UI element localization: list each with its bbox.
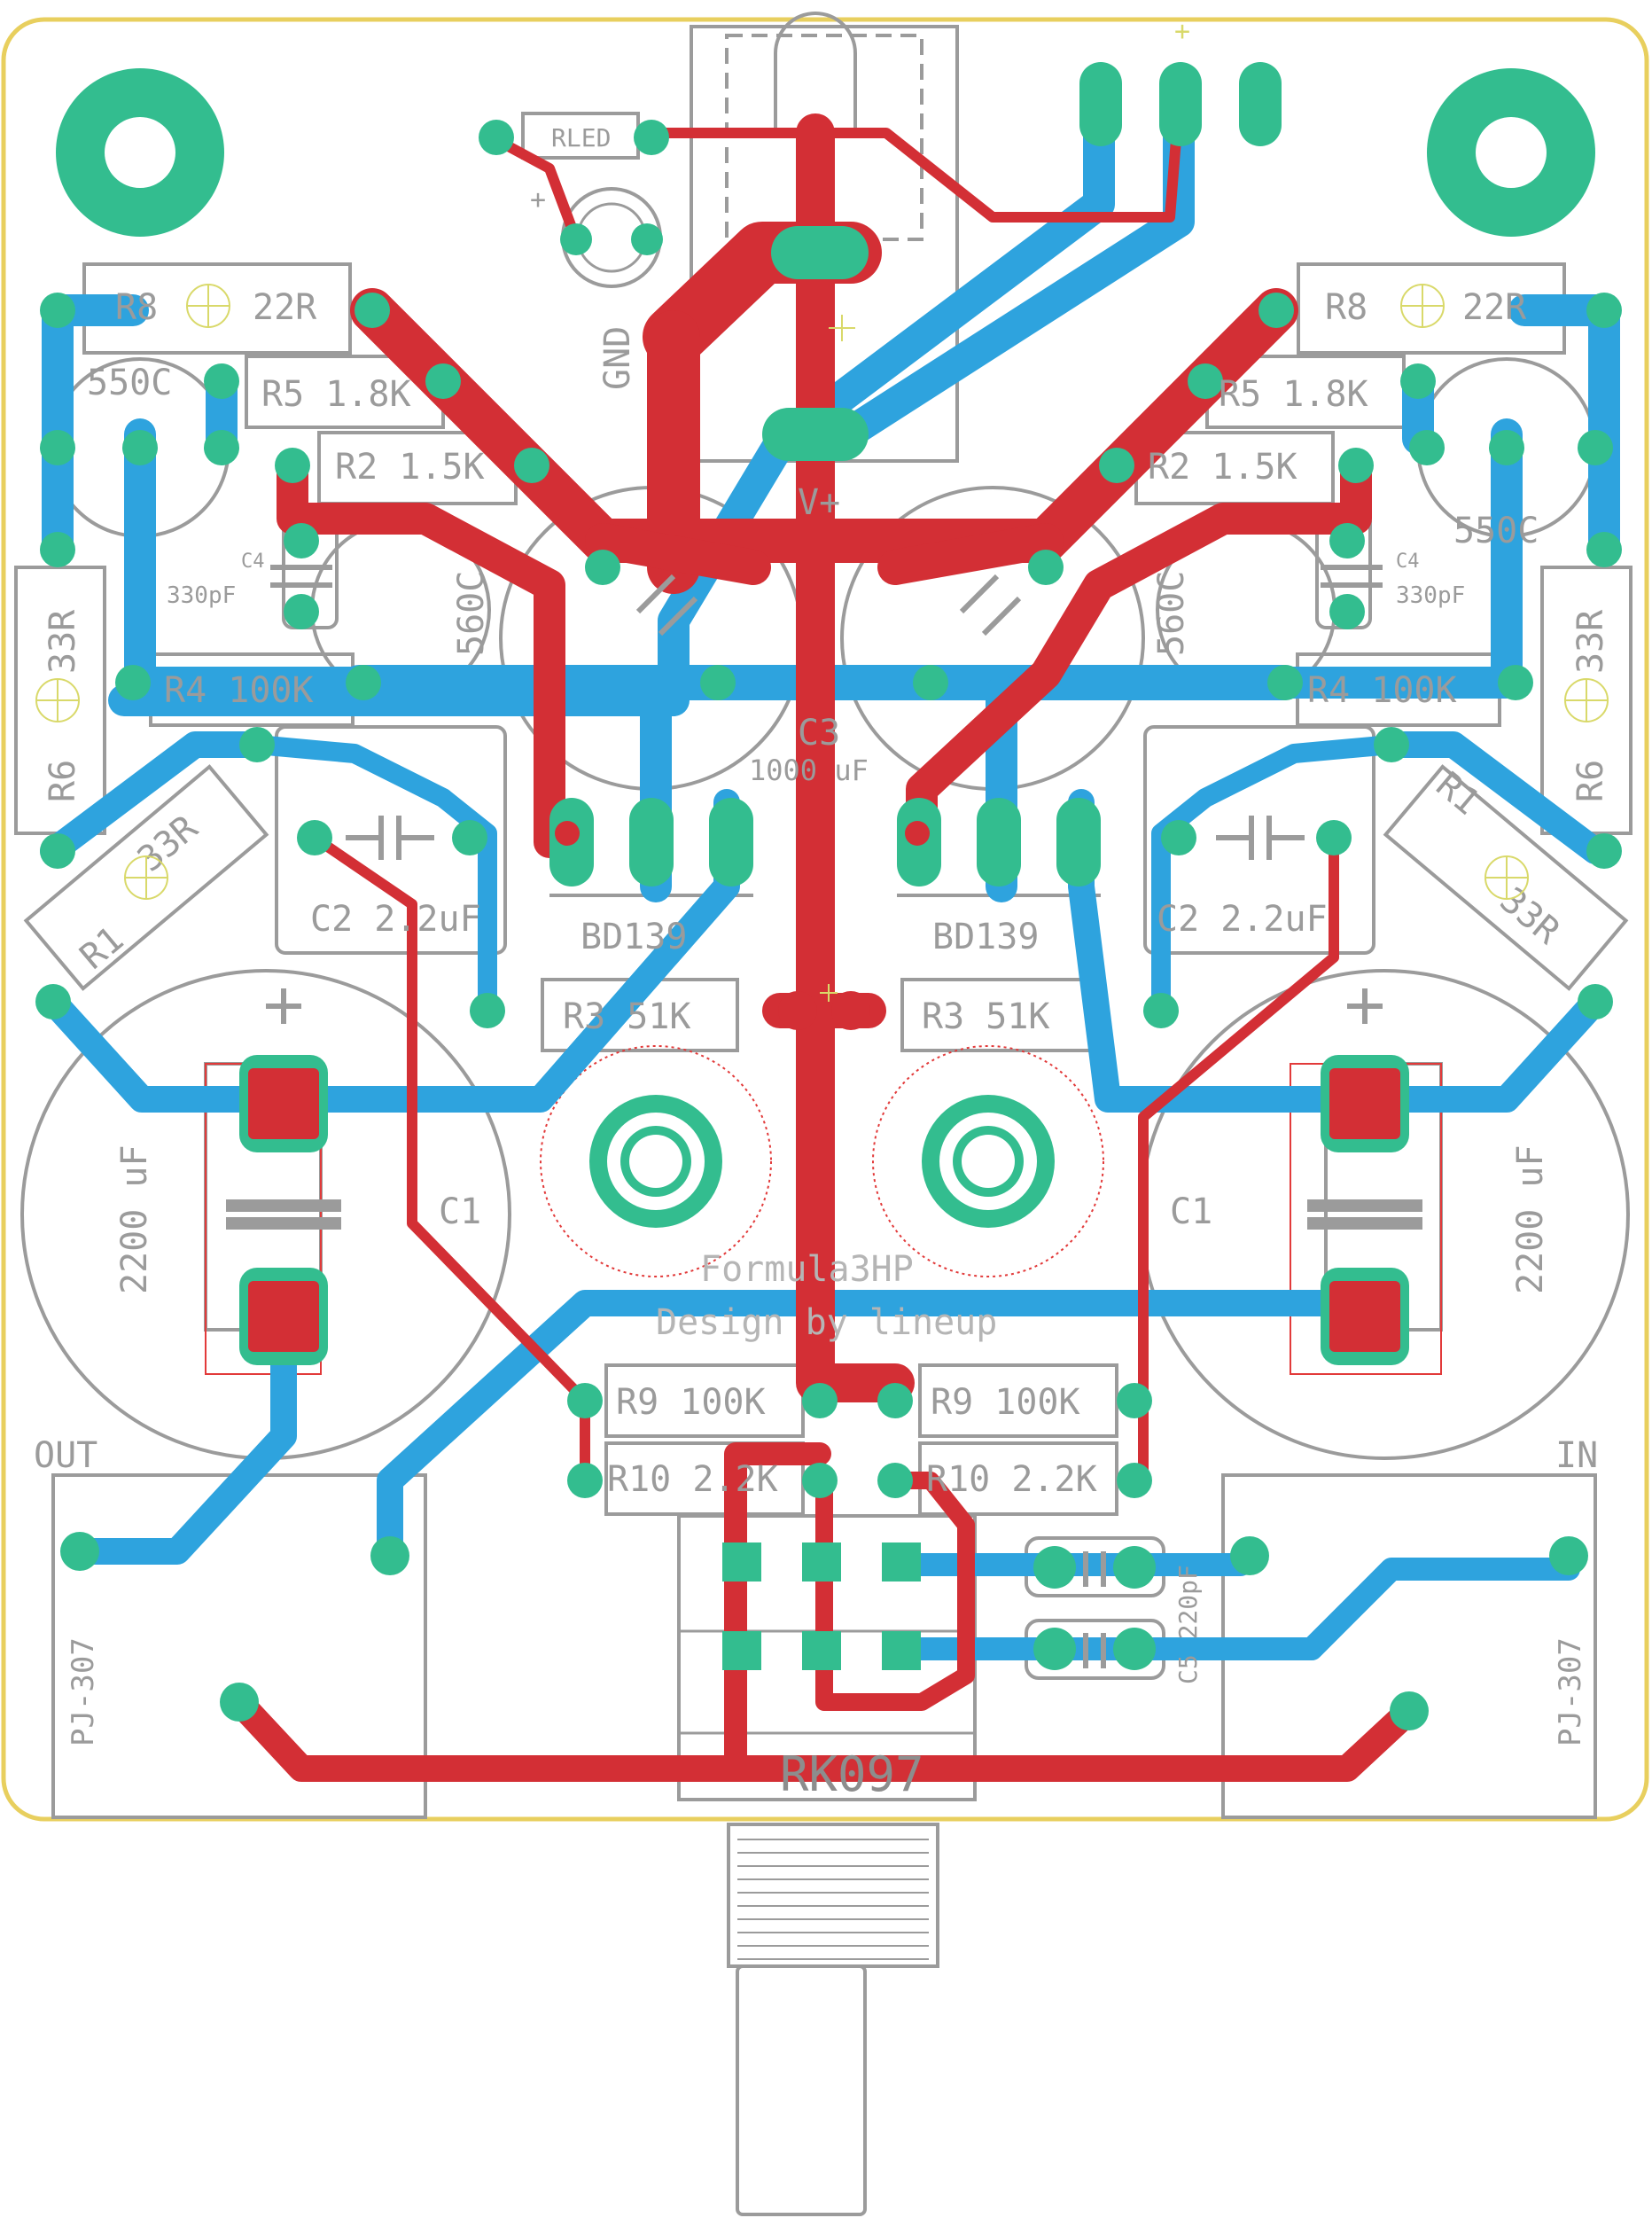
label-pj307-right: PJ-307 [1553, 1637, 1588, 1746]
label-c3-val: 1000 uF [749, 754, 869, 787]
label-c2-right: C2 2.2uF [1157, 899, 1328, 940]
label-r9-right: R9 100K [931, 1382, 1080, 1423]
label-bd139-left: BD139 [581, 917, 687, 957]
top-pad-overlays [248, 821, 1400, 1352]
label-c4-left-val: 330pF [167, 582, 236, 609]
board-subtitle: Design by lineup [656, 1302, 997, 1343]
crosshairs [35, 284, 1609, 1002]
label-bd139-right: BD139 [932, 917, 1039, 957]
cap-symbols [226, 565, 1422, 1668]
label-c3: C3 [798, 713, 840, 754]
label-plus-led: + [530, 184, 546, 215]
label-plus-top: + [1174, 16, 1190, 47]
label-r10-left: R10 2.2K [607, 1459, 778, 1500]
label-r8-left: R8 [115, 287, 158, 328]
label-c2-left: C2 2.2uF [310, 899, 481, 940]
pot-shaft [727, 1823, 939, 2216]
label-vplus: V+ [798, 482, 840, 523]
label-560c-left: 560C [451, 571, 492, 656]
label-r2-left: R2 1.5K [335, 447, 485, 488]
label-550c-right: 550C [1453, 511, 1539, 551]
label-r8-right-val: 22R [1462, 287, 1527, 328]
label-r5-right: R5 1.8K [1219, 374, 1368, 415]
label-r6-right-val: 33R [1570, 609, 1611, 674]
label-rled: RLED [551, 123, 611, 152]
label-560c-right: 560C [1151, 571, 1192, 656]
label-r6-left-val: 33R [43, 609, 83, 674]
board-title: Formula3HP [700, 1249, 914, 1290]
label-550c-left: 550C [87, 363, 172, 403]
label-r4-left: R4 100K [164, 670, 314, 711]
label-c1-right-val: 2200 uF [1510, 1144, 1551, 1294]
label-r10-right: R10 2.2K [926, 1459, 1097, 1500]
label-r6-left: R6 [43, 760, 83, 802]
label-c1-left: C1 [439, 1191, 481, 1232]
label-r4-right: R4 100K [1307, 670, 1457, 711]
label-r3-left: R3 51K [563, 996, 691, 1037]
label-r3-right: R3 51K [922, 996, 1050, 1037]
label-c4-left: C4 [241, 551, 265, 573]
silk-text: RLED + + GND V+ R8 22R R8 22R 550C 550C … [34, 16, 1611, 1802]
label-c1-left-val: 2200 uF [114, 1144, 155, 1294]
label-in: IN [1555, 1435, 1598, 1476]
label-c4-right: C4 [1396, 551, 1420, 573]
label-rk097: RK097 [780, 1746, 924, 1802]
label-pj307-left: PJ-307 [66, 1637, 101, 1746]
label-gnd: GND [597, 326, 638, 390]
label-r5-left: R5 1.8K [261, 374, 411, 415]
label-r9-left: R9 100K [616, 1382, 766, 1423]
label-r6-right: R6 [1570, 760, 1611, 802]
label-c4-right-val: 330pF [1396, 582, 1465, 609]
label-c1-right: C1 [1170, 1191, 1212, 1232]
label-c5: C5 220pF [1173, 1565, 1203, 1684]
label-r2-right: R2 1.5K [1148, 447, 1297, 488]
label-r8-left-val: 22R [253, 287, 317, 328]
label-r8-right: R8 [1325, 287, 1368, 328]
label-out: OUT [34, 1435, 97, 1476]
